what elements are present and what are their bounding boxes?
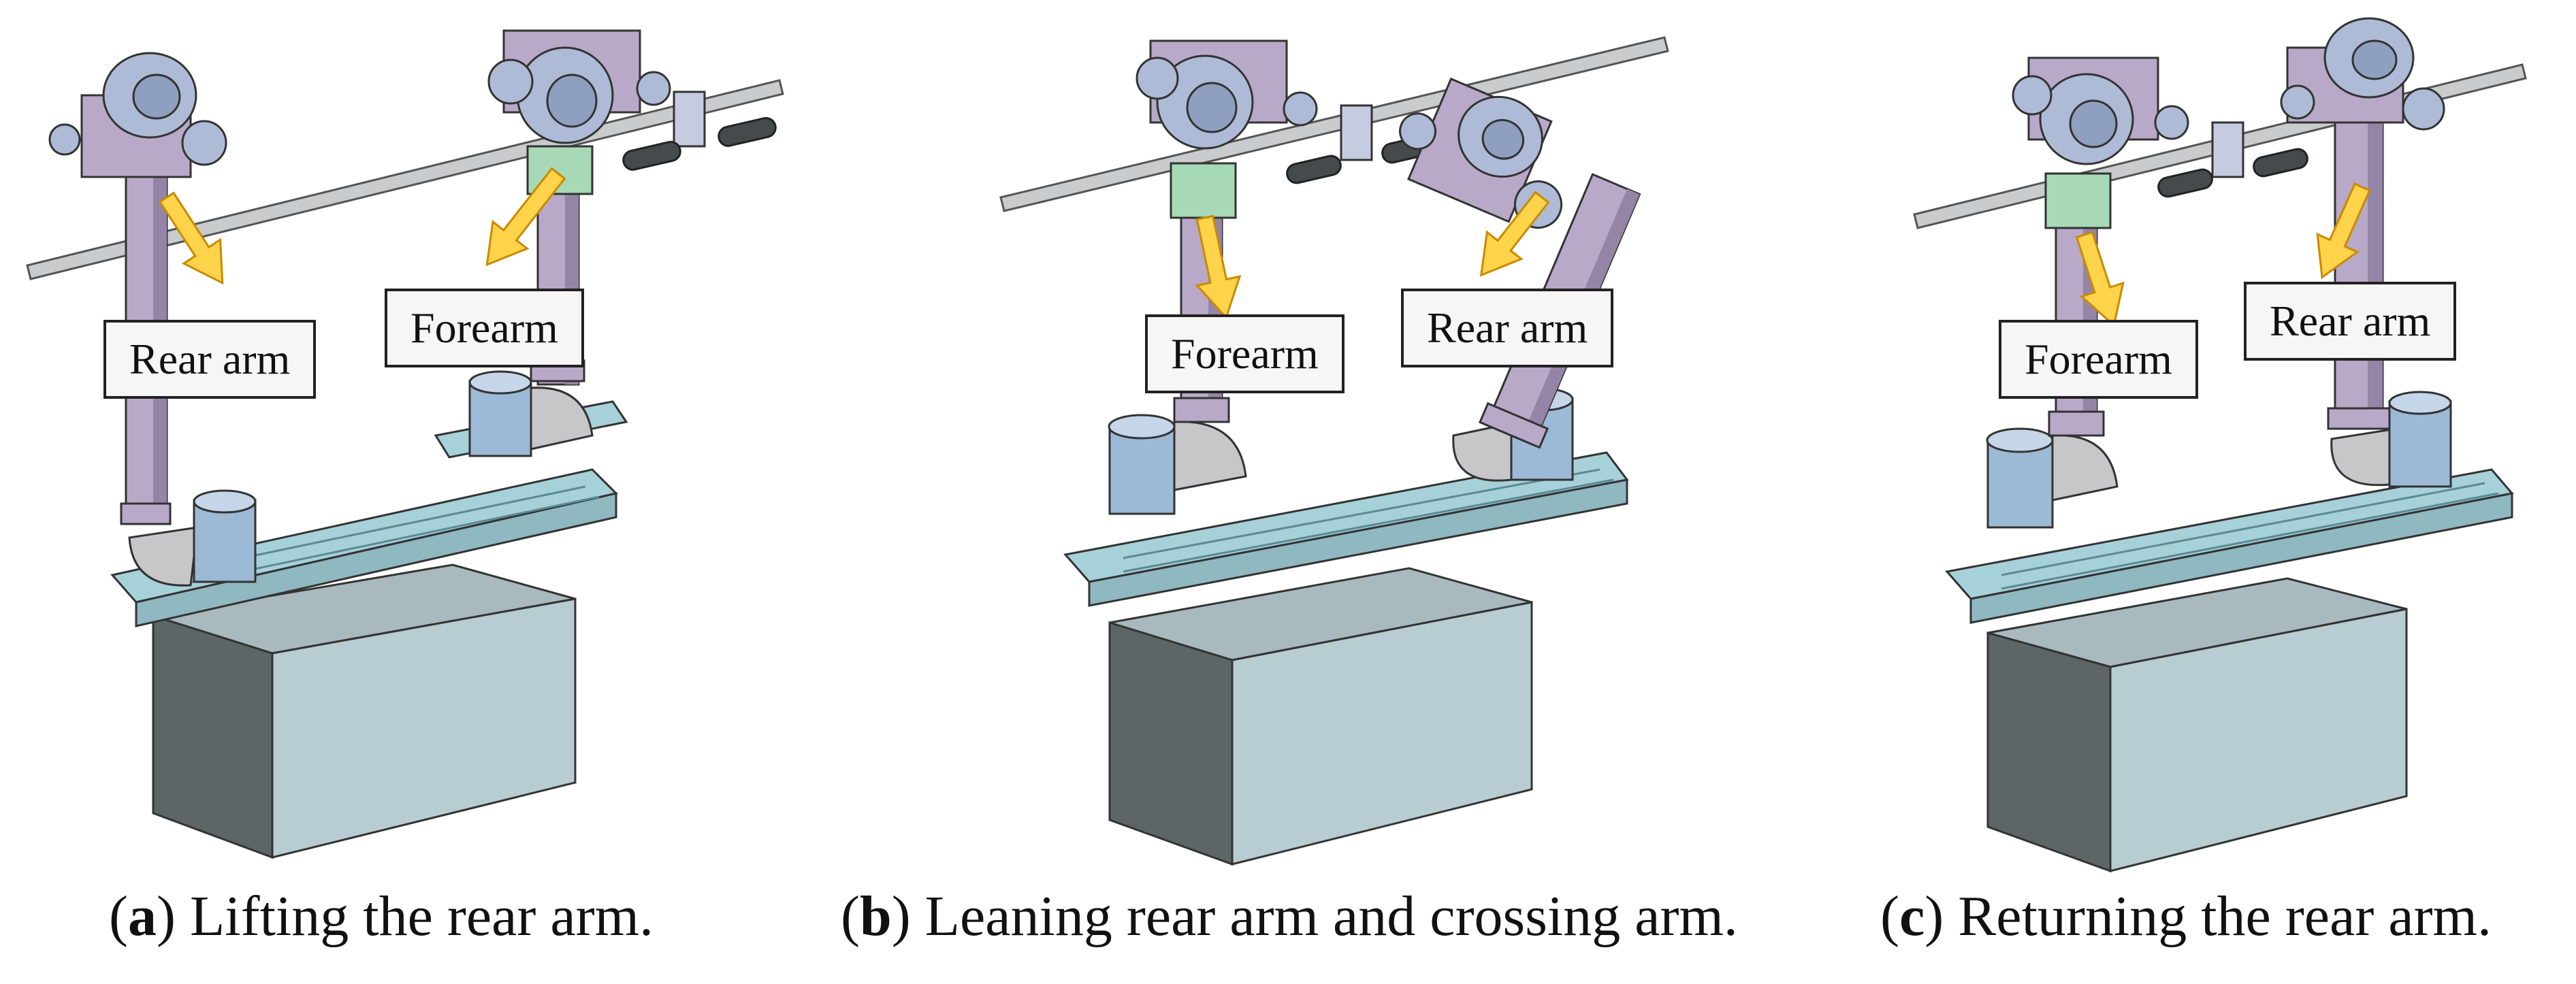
forearm-clamp <box>1170 162 1237 219</box>
side-clamp <box>673 91 706 148</box>
box-side <box>1986 632 2112 873</box>
side-clamp <box>2211 121 2244 178</box>
robot-illustration-a <box>26 29 784 859</box>
rear-arm-elbow <box>2330 427 2398 487</box>
forearm-arrow-icon <box>1195 214 1242 320</box>
forearm-elbow <box>1173 421 1247 491</box>
caption-b: (b) Leaning rear arm and crossing arm. <box>841 885 1738 948</box>
callout-rear-arm: Rear arm <box>103 320 317 399</box>
rail-front <box>135 492 617 627</box>
callout-forearm: Forearm <box>1145 314 1345 393</box>
robot-illustration-c <box>1913 17 2527 873</box>
side-clamp <box>1340 104 1373 161</box>
panel-b: Forearm Rear arm <box>973 0 1709 984</box>
forearm-clamp <box>2044 172 2112 229</box>
forearm-pipe-vertical <box>1108 424 1176 515</box>
caption-a: (a) Lifting the rear arm. <box>109 885 654 948</box>
caption-c: (c) Returning the rear arm. <box>1880 885 2492 948</box>
rear-arm-head <box>1399 77 1563 229</box>
rear-arm-arrow-icon <box>158 191 224 285</box>
panel-c: Forearm Rear arm <box>1906 0 2576 984</box>
caption-letter-c: c <box>1899 885 1925 948</box>
forearm-arrow-icon <box>2075 231 2125 327</box>
forearm-elbow <box>2051 434 2119 502</box>
forearm-elbow <box>530 387 594 450</box>
rear-arm-pipe-vertical <box>193 499 257 583</box>
callout-forearm: Forearm <box>1999 320 2198 399</box>
caption-text-c: ) Returning the rear arm. <box>1925 885 2492 948</box>
box-front <box>2109 608 2408 872</box>
panel-a: Rear arm Forearm <box>0 0 817 984</box>
callout-forearm: Forearm <box>385 289 584 367</box>
box-side <box>152 614 274 859</box>
rear-arm-arrow-icon <box>2316 182 2371 280</box>
box-side <box>1108 621 1234 866</box>
callout-rear-arm: Rear arm <box>2244 282 2457 361</box>
roller-right <box>2253 148 2308 178</box>
rail-front <box>1088 478 1628 607</box>
callout-rear-arm: Rear arm <box>1401 289 1614 367</box>
overhead-line <box>999 36 1669 212</box>
caption-text-a: ) Lifting the rear arm. <box>156 885 654 948</box>
roller-left <box>2157 168 2213 198</box>
caption-text-b: ) Leaning rear arm and crossing arm. <box>891 885 1738 948</box>
rear-arm-elbow <box>128 526 199 587</box>
roller-left <box>1286 154 1342 184</box>
roller-right <box>718 116 777 147</box>
robot-illustration-b <box>999 36 1669 866</box>
rear-arm-arrow-icon <box>1479 191 1550 277</box>
box-front <box>1231 601 1533 866</box>
rail-front <box>1969 492 2513 624</box>
roller-left <box>622 140 681 171</box>
box-front <box>271 597 577 859</box>
forearm-pipe-vertical <box>1986 438 2054 529</box>
caption-letter-b: b <box>859 885 892 948</box>
forearm-arrow-icon <box>485 167 566 267</box>
caption-letter-a: a <box>127 885 157 948</box>
